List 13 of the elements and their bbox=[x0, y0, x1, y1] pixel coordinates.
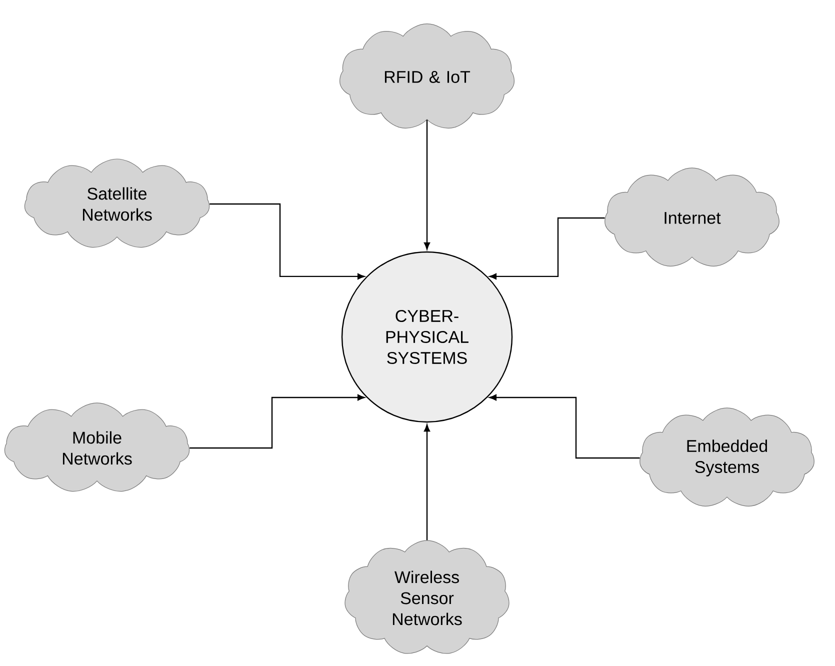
cloud-node: RFID & IoT bbox=[340, 24, 514, 128]
arrow bbox=[489, 217, 605, 280]
arrow bbox=[210, 203, 365, 280]
cloud-node: Satellite Networks bbox=[24, 158, 210, 248]
cloud-node: Internet bbox=[604, 168, 780, 266]
arrow bbox=[424, 424, 430, 540]
arrow bbox=[190, 394, 365, 449]
arrow bbox=[424, 120, 430, 250]
cloud-node: Mobile Networks bbox=[4, 402, 190, 492]
cloud-node: Embedded Systems bbox=[640, 408, 814, 506]
circle-node: CYBER- PHYSICAL SYSTEMS bbox=[341, 251, 513, 423]
cloud-node: Wireless Sensor Networks bbox=[344, 540, 510, 654]
arrow bbox=[489, 394, 640, 459]
